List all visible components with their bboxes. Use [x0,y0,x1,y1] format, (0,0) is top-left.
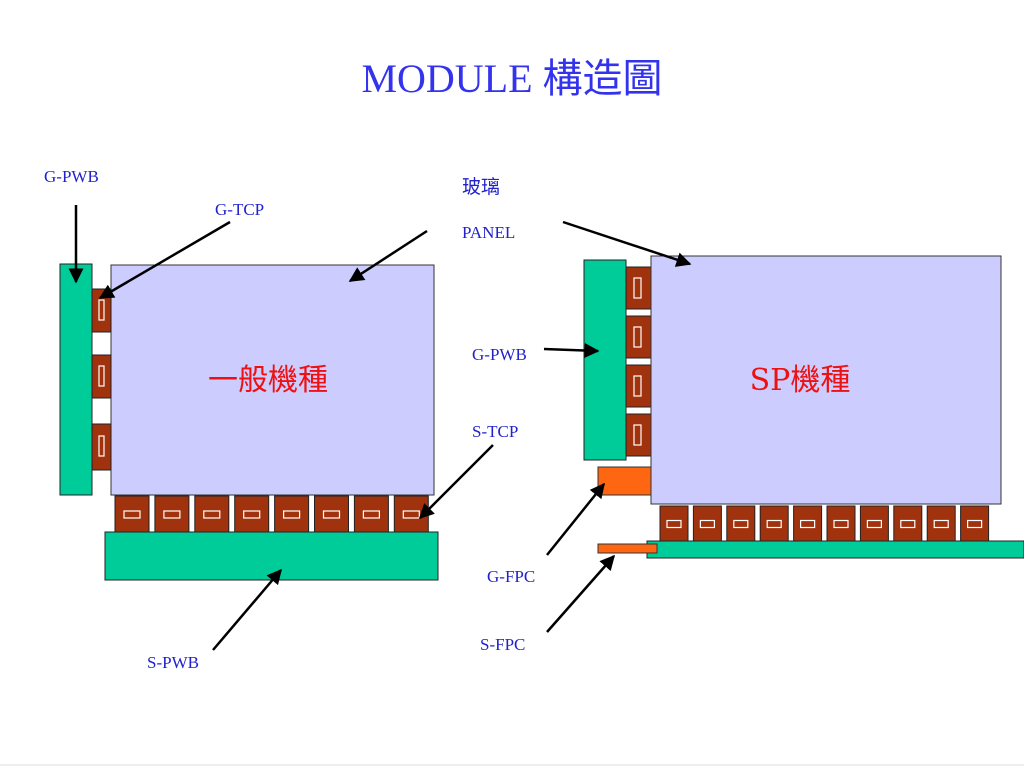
arrow-s-pwb [212,568,282,651]
g-pwb-left-board [59,263,93,496]
g-tcp-right [625,413,652,457]
s-pwb-board [104,531,439,581]
s-tcp-chip [402,510,420,519]
s-tcp-chip [766,519,782,529]
sp-model-label: SP機種 [750,363,851,398]
s-fpc-connector [597,543,658,554]
s-tcp-chip [933,519,949,529]
arrow-g-pwb-right [543,343,600,358]
g-tcp-left-group [91,288,112,471]
g-tcp-right-group [625,266,652,457]
label-g-tcp: G-TCP [215,200,264,219]
panel-general [110,264,435,496]
s-tcp-chip [966,519,983,529]
s-tcp-right [793,505,823,542]
label-s-pwb: S-PWB [147,653,199,672]
arrow-panel-right [562,220,692,267]
label-panel: PANEL [462,223,515,242]
label-g-fpc: G-FPC [487,567,535,586]
page-title: MODULE 構造圖 [361,56,662,101]
sp-module: SP機種 [583,255,1024,559]
s-tcp-chip [243,510,261,519]
label-g-pwb-left: G-PWB [44,167,99,186]
g-tcp-chip [633,277,642,299]
s-pwb-sp-strip [646,540,1024,559]
label-glass: 玻璃 [462,176,500,198]
s-tcp-chip [283,510,301,519]
s-tcp-chip [900,519,916,529]
s-tcp-chip [362,510,380,519]
s-tcp-chip [203,510,221,519]
arrow-g-tcp [98,220,231,300]
s-tcp-left-group [114,495,429,533]
panel-sp [650,255,1002,505]
g-tcp-chip [98,365,105,387]
label-s-tcp: S-TCP [472,422,518,441]
g-pwb-right-board [583,259,627,461]
s-tcp-right-group [659,505,990,542]
s-tcp-chip [699,519,716,529]
s-tcp-chip [123,510,141,519]
arrow-panel-left [348,229,428,283]
g-tcp-chip [98,299,105,321]
s-tcp-chip [733,519,749,529]
s-tcp-chip [666,519,682,529]
arrow-s-fpc [546,554,615,633]
g-tcp-chip [98,435,105,457]
s-tcp-chip [799,519,816,529]
label-g-pwb-right: G-PWB [472,345,527,364]
general-module: 一般機種 [59,263,439,581]
g-tcp-chip [633,424,642,446]
s-tcp-chip [163,510,181,519]
s-tcp-chip [833,519,849,529]
general-model-label: 一般機種 [208,363,328,398]
s-tcp-chip [322,510,341,519]
arrow-s-tcp [418,444,494,520]
label-s-fpc: S-FPC [480,635,525,654]
s-tcp-chip [866,519,883,529]
g-fpc-connector [597,466,652,496]
g-tcp-chip [633,326,642,348]
arrow-g-fpc [546,482,605,556]
g-tcp-chip [633,375,642,397]
